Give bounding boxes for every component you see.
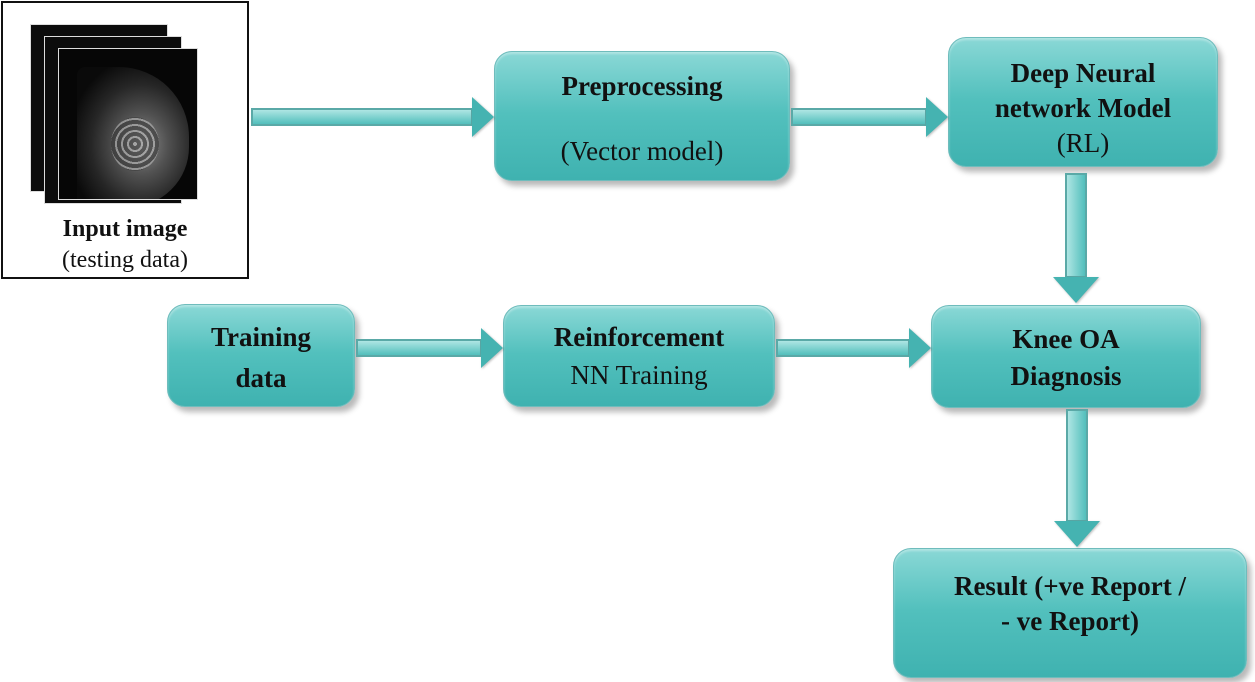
mammogram-scan-image (58, 48, 198, 200)
dnn-label-line3: (RL) (1056, 128, 1110, 158)
training-data-label-line2: data (235, 363, 287, 393)
result-label-line1: Result (+ve Report / (953, 571, 1187, 601)
tissue-texture (111, 117, 159, 171)
result-label-line2: - ve Report) (1001, 606, 1139, 636)
input-image-subtitle: (testing data) (62, 247, 188, 273)
result-node: Result (+ve Report / - ve Report) (893, 548, 1247, 678)
arrow-preprocessing-to-dnn (791, 97, 948, 137)
preprocessing-label: Preprocessing (561, 71, 723, 101)
input-image-panel: Input image (testing data) (1, 1, 249, 279)
dnn-label-line2: network Model (994, 93, 1172, 123)
dnn-label-line1: Deep Neural (1010, 58, 1156, 88)
arrow-reinforcement-to-knee-diagnosis (776, 328, 931, 368)
training-data-node: Training data (167, 304, 355, 407)
knee-label-line1: Knee OA (1012, 324, 1120, 354)
arrow-training-to-reinforcement (356, 328, 503, 368)
arrow-knee-diagnosis-to-result (1054, 409, 1100, 547)
deep-neural-network-node: Deep Neural network Model (RL) (948, 37, 1218, 167)
arrow-input-to-preprocessing (251, 97, 494, 137)
reinforcement-label-line1: Reinforcement (553, 322, 725, 352)
knee-label-line2: Diagnosis (1010, 361, 1122, 391)
preprocessing-node: Preprocessing (Vector model) (494, 51, 790, 181)
knee-oa-diagnosis-node: Knee OA Diagnosis (931, 305, 1201, 408)
input-image-title: Input image (62, 216, 188, 242)
reinforcement-training-node: Reinforcement NN Training (503, 305, 775, 407)
training-data-label-line1: Training (210, 322, 312, 352)
reinforcement-label-line2: NN Training (570, 360, 708, 390)
arrow-dnn-to-knee-diagnosis (1053, 173, 1099, 303)
preprocessing-sublabel: (Vector model) (560, 136, 724, 166)
